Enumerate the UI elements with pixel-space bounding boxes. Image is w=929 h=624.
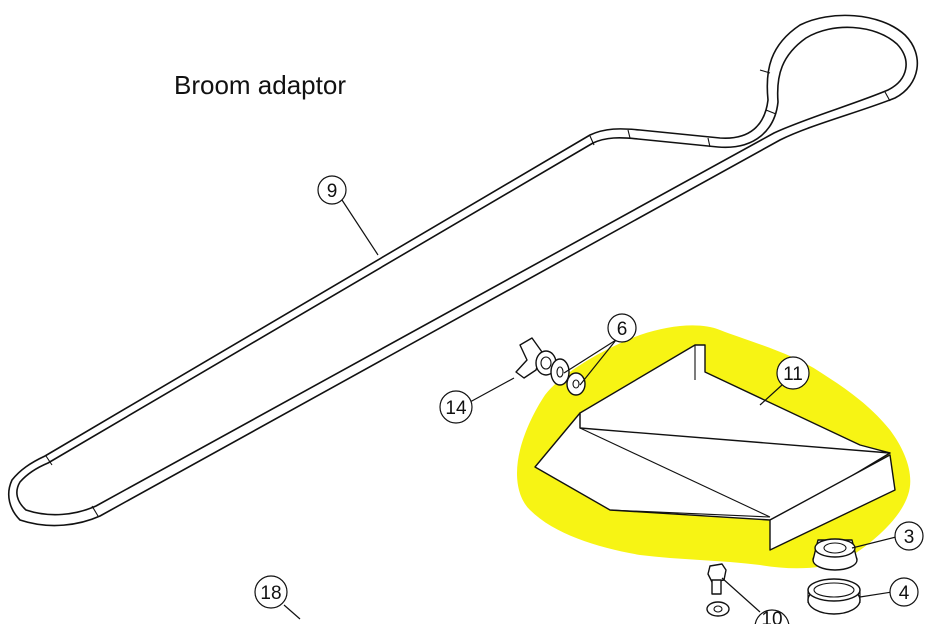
callout-14: 14 — [439, 390, 473, 424]
bearing-cone — [812, 538, 858, 571]
wing-knob — [515, 337, 557, 379]
callout-6: 6 — [607, 313, 637, 343]
svg-text:18: 18 — [260, 583, 281, 604]
svg-text:4: 4 — [899, 583, 910, 604]
callout-11: 11 — [776, 356, 810, 390]
callout-4: 4 — [889, 577, 919, 607]
broom-belt-inner — [16, 26, 907, 516]
svg-text:6: 6 — [617, 319, 628, 340]
broom-belt-outer — [8, 14, 919, 527]
diagram-title: Broom adaptor — [174, 70, 346, 100]
callout-9: 9 — [317, 175, 347, 205]
callout-18: 18 — [254, 575, 288, 609]
washers — [550, 358, 586, 396]
bearing-cup — [807, 578, 861, 615]
svg-text:3: 3 — [904, 527, 915, 548]
adaptor-plate — [534, 344, 896, 551]
svg-text:9: 9 — [327, 181, 338, 202]
bolt — [706, 563, 730, 617]
svg-text:10: 10 — [761, 609, 782, 624]
svg-text:11: 11 — [783, 364, 803, 385]
callout-10: 10 — [754, 609, 790, 624]
svg-text:14: 14 — [445, 398, 467, 419]
callout-3: 3 — [894, 521, 924, 551]
